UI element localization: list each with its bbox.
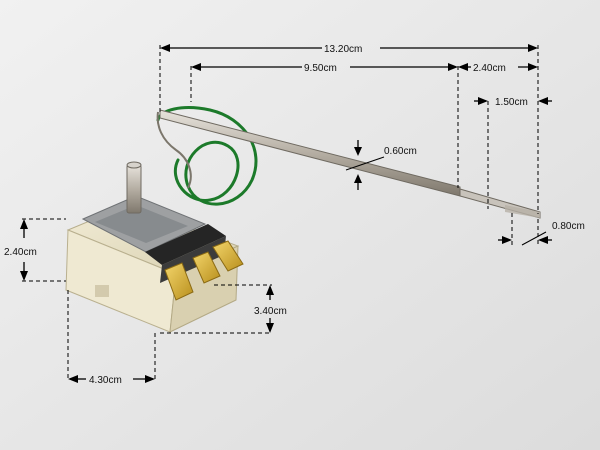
dimension-body-height: 2.40cm <box>4 219 37 281</box>
tip-length-label: 2.40cm <box>473 63 506 74</box>
dimension-arrow <box>20 219 28 229</box>
dimension-overall-length: 13.20cm <box>160 44 538 55</box>
dimension-arrow <box>458 63 468 71</box>
dimension-arrow <box>528 63 538 71</box>
body-height-label: 2.40cm <box>4 247 37 258</box>
thermostat-body <box>65 161 244 333</box>
dimension-probe-length: 9.50cm <box>191 63 458 74</box>
dimension-arrow <box>538 97 548 105</box>
dimension-tip-length: 2.40cm <box>458 63 538 74</box>
dimension-arrow <box>20 271 28 281</box>
tip-offset-label: 1.50cm <box>495 97 528 108</box>
dimension-terminal-height: 3.40cm <box>254 285 287 333</box>
probe-length-label: 9.50cm <box>304 63 337 74</box>
extension-lines <box>22 45 539 381</box>
dimension-arrow <box>478 97 488 105</box>
dimension-arrow <box>145 375 155 383</box>
probe-diameter-label: 0.60cm <box>384 146 417 157</box>
dimension-arrow <box>266 285 274 295</box>
dimension-arrow <box>538 236 548 244</box>
dimension-arrow <box>502 236 512 244</box>
dimension-arrow <box>266 323 274 333</box>
dimension-arrow <box>160 44 170 52</box>
tip-diameter-label: 0.80cm <box>552 221 585 232</box>
terminal-height-label: 3.40cm <box>254 306 287 317</box>
dimension-annotations: 13.20cm 9.50cm 2.40cm <box>4 44 585 386</box>
body-width-label: 4.30cm <box>89 375 122 386</box>
overall-length-label: 13.20cm <box>324 44 362 55</box>
dimension-arrow <box>448 63 458 71</box>
dimension-probe-diameter: 0.60cm <box>345 140 417 190</box>
dimension-body-width: 4.30cm <box>68 375 155 386</box>
dimension-tip-diameter: 0.80cm <box>498 221 585 246</box>
capillary-assembly <box>156 106 541 219</box>
dimension-tip-offset: 1.50cm <box>474 97 552 108</box>
dimension-arrow <box>354 147 362 156</box>
dimension-arrow <box>68 375 78 383</box>
dimension-arrow <box>528 44 538 52</box>
dimension-arrow <box>354 174 362 183</box>
dimension-arrow <box>191 63 201 71</box>
